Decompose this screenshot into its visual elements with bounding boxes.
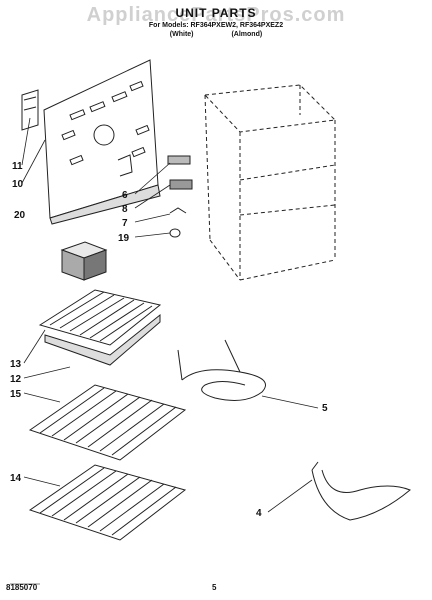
back-panel	[43, 59, 161, 225]
oven-rack-lower	[28, 464, 187, 541]
bake-element	[311, 461, 411, 521]
callout-13: 13	[10, 359, 22, 370]
broiler-pan	[38, 289, 162, 366]
block-part-8	[169, 179, 193, 190]
variant-white: (White)	[169, 31, 194, 38]
oven-rack-upper	[28, 384, 187, 461]
connector-part-6	[167, 155, 191, 165]
callout-19: 19	[118, 233, 130, 244]
plug-part-19	[169, 228, 181, 238]
page-number: 5	[212, 583, 217, 592]
callout-10: 10	[12, 179, 24, 190]
callout-20: 20	[14, 210, 26, 221]
bracket-part-11	[21, 89, 39, 131]
callout-12: 12	[10, 374, 22, 385]
callout-4: 4	[256, 508, 262, 519]
cabinet-frame	[203, 84, 337, 281]
callout-15: 15	[10, 389, 22, 400]
box-part-20	[60, 241, 108, 281]
watermark: AppliancePartsPros.com	[86, 4, 346, 26]
variant-almond: (Almond)	[231, 31, 263, 38]
document-number: 8185070	[6, 583, 38, 592]
callout-14: 14	[10, 473, 22, 484]
callout-11: 11	[12, 161, 23, 172]
callout-8: 8	[122, 204, 128, 215]
model-numbers: For Models: RF364PXEW2, RF364PXEZ2	[148, 22, 284, 29]
broil-element	[177, 339, 266, 401]
callout-5: 5	[322, 403, 328, 414]
clip-part-7	[169, 207, 187, 214]
callout-7: 7	[122, 218, 128, 229]
leader-lines	[21, 117, 319, 513]
color-variants: (White) (Almond)	[0, 31, 432, 38]
callout-6: 6	[122, 190, 128, 201]
page-title: UNIT PARTS	[175, 6, 257, 20]
